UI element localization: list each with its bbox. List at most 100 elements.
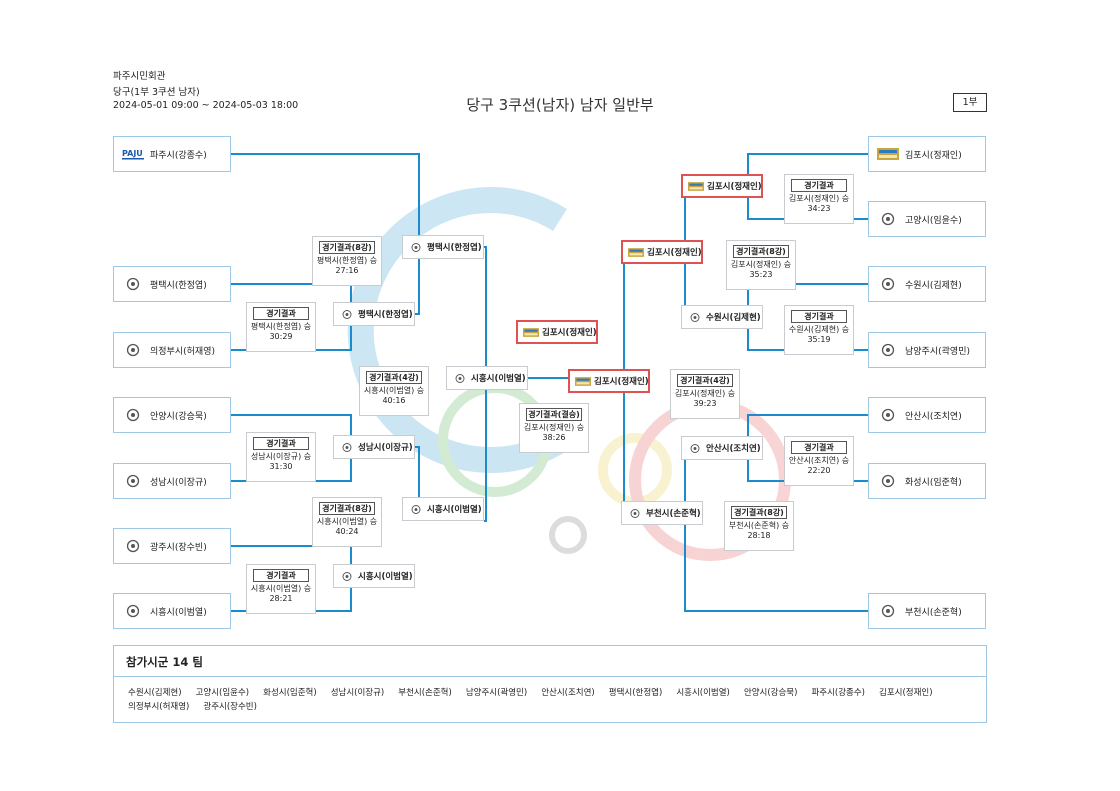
- winner-slot-highlighted: 김포시(정재인): [681, 174, 763, 198]
- match-result-title: 경기결과(8강): [319, 241, 375, 254]
- match-score: 35:19: [807, 335, 831, 344]
- team-name: 성남시(이장규): [150, 477, 207, 488]
- city-emblem-icon: [408, 503, 424, 515]
- city-emblem-icon: [877, 474, 899, 488]
- venue-label: 파주시민회관: [113, 71, 166, 82]
- team-name: 파주시(강종수): [150, 150, 207, 161]
- winner-slot: 시흥시(이범열): [446, 366, 528, 390]
- match-score: 35:23: [749, 270, 773, 279]
- participant-item: 성남시(이장규): [330, 688, 385, 698]
- match-score: 28:18: [747, 531, 771, 540]
- match-score: 31:30: [269, 462, 293, 471]
- watermark-arc-blue: [347, 187, 567, 473]
- team-name: 광주시(장수빈): [150, 542, 207, 553]
- bracket-connector-line: [231, 545, 352, 564]
- match-winner-text: 안산시(조치연) 승: [788, 456, 850, 465]
- participant-item: 의정부시(허재영): [128, 702, 190, 712]
- match-result-title: 경기결과(결승): [526, 408, 582, 421]
- winner-name: 시흥시(이범열): [358, 572, 413, 582]
- winner-slot: 시흥시(이범열): [333, 564, 415, 588]
- match-winner-text: 시흥시(이범열) 승: [363, 386, 425, 395]
- team-name: 안산시(조치연): [905, 411, 962, 422]
- match-winner-text: 김포시(정재인) 승: [674, 389, 736, 398]
- city-emblem-icon: [122, 343, 144, 357]
- match-winner-text: 시흥시(이범열) 승: [316, 517, 378, 526]
- city-emblem-icon: [122, 539, 144, 553]
- winner-name: 김포시(정재인): [707, 182, 762, 192]
- participant-item: 시흥시(이범열): [676, 688, 730, 698]
- participants-list: 수원시(김제현)고양시(임윤수)화성시(임준혁)성남시(이장규)부천시(손준혁)…: [128, 686, 978, 714]
- match-winner-text: 김포시(정재인) 승: [788, 194, 850, 203]
- participant-item: 부천시(손준혁): [398, 688, 452, 698]
- watermark-ring-gray: [549, 516, 587, 554]
- team-name: 고양시(임윤수): [905, 215, 962, 226]
- match-winner-text: 평택시(한정엽) 승: [250, 322, 312, 331]
- team-entry: 시흥시(이범열): [113, 593, 231, 629]
- city-emblem-icon: [408, 241, 424, 253]
- city-emblem-icon: [122, 604, 144, 618]
- city-emblem-icon: [339, 308, 355, 320]
- match-winner-text: 성남시(이장규) 승: [250, 452, 312, 461]
- match-result-title: 경기결과(4강): [677, 374, 733, 387]
- team-entry: 평택시(한정엽): [113, 266, 231, 302]
- match-score: 40:24: [335, 527, 359, 536]
- team-name: 안양시(강승묵): [150, 411, 207, 422]
- participants-panel: 참가시군 14 팀 수원시(김제현)고양시(임윤수)화성시(임준혁)성남시(이장…: [113, 645, 987, 723]
- city-emblem-icon: [877, 277, 899, 291]
- team-entry: 화성시(임준혁): [868, 463, 986, 499]
- winner-slot-highlighted: 김포시(정재인): [516, 320, 598, 344]
- team-name: 화성시(임준혁): [905, 477, 962, 488]
- participant-item: 평택시(한정엽): [608, 688, 663, 698]
- city-emblem-icon: [877, 212, 899, 226]
- winner-slot-highlighted: 김포시(정재인): [621, 240, 703, 264]
- winner-name: 부천시(손준혁): [646, 509, 701, 519]
- team-entry: 남양주시(곽영민): [868, 332, 986, 368]
- winner-slot: 부천시(손준혁): [621, 501, 703, 525]
- winner-slot: 안산시(조치연): [681, 436, 763, 460]
- bracket-connector-line: [231, 283, 352, 302]
- bracket-connector-line: [415, 446, 420, 497]
- match-winner-text: 수원시(김제현) 승: [788, 325, 850, 334]
- city-emblem-icon: [452, 372, 468, 384]
- match-score: 27:16: [335, 266, 359, 275]
- team-name: 수원시(김제현): [905, 280, 962, 291]
- participant-item: 광주시(장수빈): [203, 702, 257, 712]
- city-emblem-icon: [687, 442, 703, 454]
- participant-item: 파주시(강종수): [811, 688, 865, 698]
- city-emblem-icon: [877, 408, 899, 422]
- match-score: 40:16: [382, 396, 406, 405]
- match-result-title: 경기결과(8강): [731, 506, 787, 519]
- winner-slot: 평택시(한정엽): [402, 235, 484, 259]
- participants-divider: [114, 676, 986, 677]
- bracket-connector-line: [415, 259, 420, 315]
- match-winner-text: 평택시(한정엽) 승: [316, 256, 378, 265]
- team-name: 평택시(한정엽): [150, 280, 207, 291]
- winner-name: 안산시(조치연): [706, 444, 761, 454]
- match-score: 34:23: [807, 204, 831, 213]
- match-result-title: 경기결과: [791, 441, 847, 454]
- match-score: 30:29: [269, 332, 293, 341]
- winner-name: 김포시(정재인): [594, 377, 649, 387]
- city-emblem-icon: [122, 408, 144, 422]
- date-range-label: 2024-05-01 09:00 ~ 2024-05-03 18:00: [113, 100, 299, 111]
- match-result-title: 경기결과(8강): [733, 245, 789, 258]
- match-result-title: 경기결과(4강): [366, 371, 422, 384]
- team-entry: 의정부시(허재영): [113, 332, 231, 368]
- match-winner-text: 김포시(정재인) 승: [730, 260, 792, 269]
- team-entry: 수원시(김제현): [868, 266, 986, 302]
- team-entry: 김포시(정재인): [868, 136, 986, 172]
- match-winner-text: 시흥시(이범열) 승: [250, 584, 312, 593]
- team-name: 김포시(정재인): [905, 150, 962, 161]
- match-result-title: 경기결과: [791, 179, 847, 192]
- gimpo-logo-icon: [523, 326, 539, 338]
